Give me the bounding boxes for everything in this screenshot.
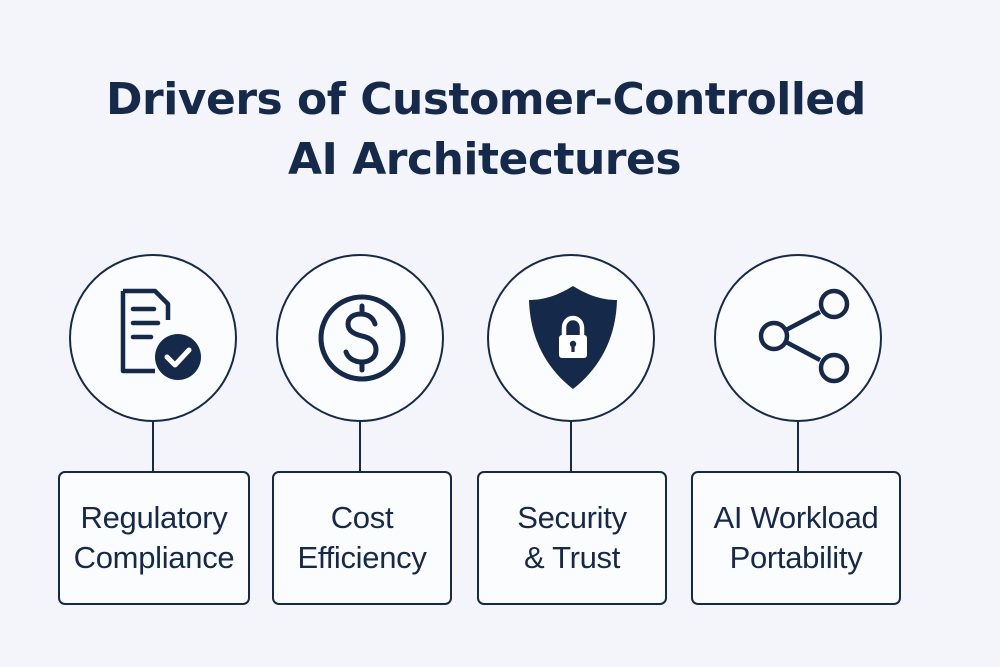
driver-label: Security & Trust [517,500,627,575]
driver-icon-circle [487,254,655,422]
dollar-circle-icon [318,294,406,382]
connector-line [569,420,573,471]
driver-label-box: Cost Efficiency [272,471,452,605]
connector-line [796,420,800,471]
driver-icon-circle [69,254,237,422]
driver-label-box: Regulatory Compliance [58,471,250,605]
connector-line [151,420,155,471]
connector-line [358,420,362,471]
driver-label-box: Security & Trust [477,471,667,605]
driver-label-box: AI Workload Portability [691,471,901,605]
document-check-icon [120,288,201,380]
driver-icon-circle [276,254,444,422]
shield-lock-icon [529,286,617,389]
driver-label: Cost Efficiency [297,500,427,575]
driver-label: Regulatory Compliance [73,500,235,575]
share-nodes-icon [758,288,850,384]
driver-label: AI Workload Portability [713,500,879,575]
title-line-1: Drivers of Customer-Controlled [106,74,866,125]
driver-icon-circle [714,254,882,422]
title-line-2: AI Architectures [288,134,682,185]
